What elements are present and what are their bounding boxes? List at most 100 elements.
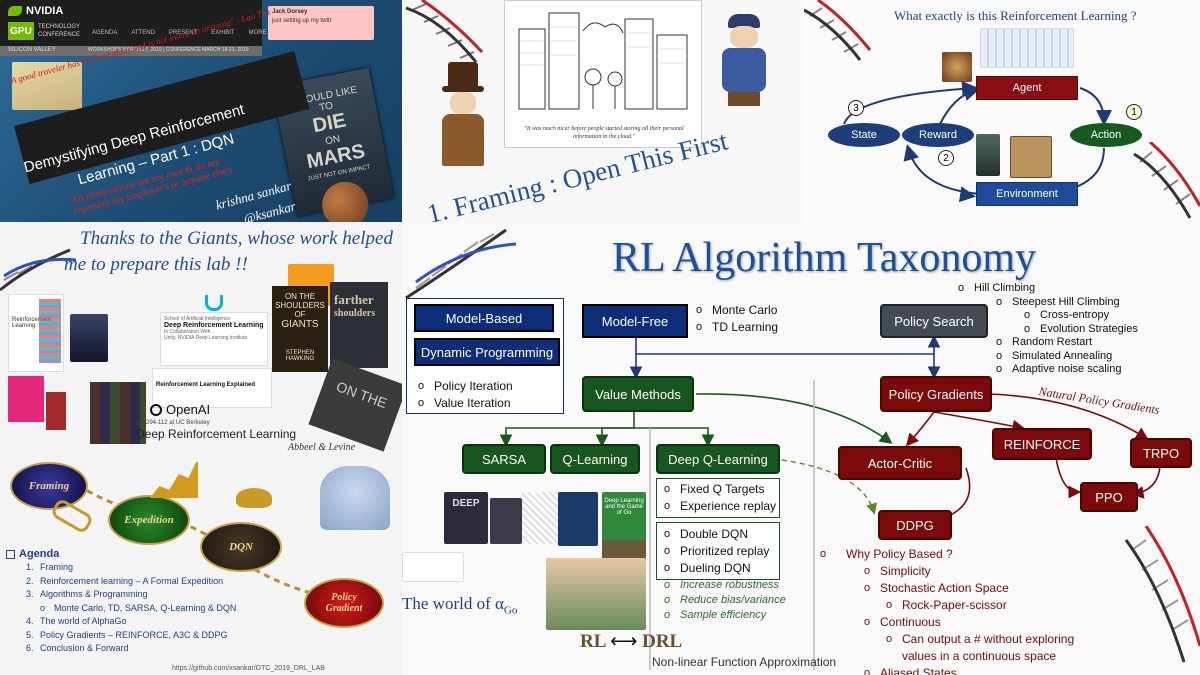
agent-screen-image [980, 28, 1074, 68]
journey-policy-gradient: Policy Gradient [304, 578, 384, 628]
udacity-card: School of Artificial Intelligence Deep R… [160, 295, 268, 366]
value-methods-node: Value Methods [582, 376, 694, 412]
openai-icon [150, 403, 162, 416]
dqn-item: Fixed Q Targets [664, 481, 776, 498]
trpo-node: TRPO [1130, 438, 1192, 468]
dqn-benefit: Sample efficiency [664, 608, 786, 623]
agenda-list: 1.Framing 2.Reinforcement learning – A F… [6, 561, 306, 656]
ddpg-node: DDPG [878, 510, 952, 540]
article-clip [402, 552, 464, 582]
speaker-photo [70, 314, 108, 362]
q-learning-node: Q-Learning [550, 444, 640, 474]
dna-helix-icon [1124, 526, 1200, 663]
dqn-benefit: Reduce bias/variance [664, 593, 786, 608]
agenda-item: 4.The world of AlphaGo [26, 616, 127, 626]
why-item: Can output a # without exploring values … [886, 631, 1092, 665]
step-2-badge: 2 [938, 150, 954, 166]
deep-book-cover: DEEP [444, 492, 488, 544]
professor-layton-figure [432, 62, 492, 166]
ppo-node: PPO [1080, 482, 1138, 512]
world-of-alphago: The world of αGo [402, 594, 518, 617]
slide-giants: Thanks to the Giants, whose work helped … [0, 222, 402, 675]
nav-more[interactable]: MORE [248, 30, 267, 36]
mf-items: Monte Carlo TD Learning [696, 302, 778, 336]
why-policy-based: o Why Policy Based ? Simplicity Stochast… [820, 546, 1092, 675]
why-heading: o Why Policy Based ? [820, 547, 953, 561]
model-free-node: Model-Free [582, 304, 688, 338]
dqn-item: Dueling DQN [664, 560, 769, 577]
reward-node: Reward [902, 123, 974, 147]
dynamic-programming-node: Dynamic Programming [414, 338, 560, 366]
dqn-benefit: Increase robustness [664, 578, 786, 593]
conference-subbar [0, 46, 262, 56]
why-items: Simplicity Stochastic Action Space Rock-… [864, 563, 1092, 675]
journey-dqn: DQN [200, 522, 282, 572]
why-item: Simplicity [864, 563, 1092, 580]
ps-item: Simulated Annealing [996, 350, 1138, 364]
dqn-items-a: Fixed Q Targets Experience replay [664, 481, 776, 515]
gpu-badge: GPU [8, 22, 34, 40]
mf-item: TD Learning [696, 319, 778, 336]
nav-agenda[interactable]: AGENDA [92, 30, 118, 36]
rl-drl-label: RL ⟷ DRL [580, 631, 683, 652]
ps-item: Adaptive noise scaling [996, 363, 1138, 377]
taxonomy-title: RL Algorithm Taxonomy [612, 235, 1037, 281]
location-label: SILICON VALLEY [8, 47, 56, 53]
agenda-item: 3.Algorithms & Programming [26, 589, 148, 599]
robot-photo [976, 134, 1000, 176]
rl-loop-arrows [843, 80, 1112, 203]
berkeley-course: CS 294-112 at UC Berkeley [136, 420, 210, 426]
agenda-item: 5.Policy Gradients – REINFORCE, A3C & DD… [26, 629, 228, 640]
dp-item: Value Iteration [418, 395, 513, 412]
policy-search-node: Policy Search [880, 304, 988, 338]
mars-planet [318, 177, 373, 222]
luke-figure [714, 14, 774, 106]
asterix-figure [320, 466, 390, 530]
go-player-photo [546, 558, 646, 630]
dna-helix-icon [405, 228, 517, 300]
agent-node: Agent [976, 76, 1078, 100]
tweet-body: just setting up my twttr [272, 18, 332, 24]
cartoon-panel: "It was much nicer before people started… [504, 0, 702, 148]
nonlinear-label: Non-linear Function Approximation [652, 655, 837, 669]
nvidia-logo: NVIDIA [8, 5, 63, 17]
rl-question-heading: What exactly is this Reinforcement Learn… [894, 8, 1137, 23]
ps-item: Steepest Hill Climbing [996, 296, 1138, 310]
farther-book: farther shoulders [330, 282, 388, 368]
mlaf-book [46, 392, 66, 430]
action-node: Action [1070, 123, 1142, 147]
journey-path [59, 470, 331, 600]
edx-card: Reinforcement Learning Explained [152, 368, 272, 408]
dna-helix-icon [0, 248, 77, 292]
final-book-cover [490, 498, 522, 544]
mf-item: Monte Carlo [696, 302, 778, 319]
sarsa-node: SARSA [462, 444, 546, 474]
slide-framing: "It was much nicer before people started… [402, 0, 804, 222]
lao-tzu-painting [12, 62, 82, 110]
why-item: Continuous [864, 614, 1092, 631]
step-1-badge: 1 [1126, 104, 1142, 120]
nav-present[interactable]: PRESENT [168, 30, 198, 36]
actor-critic-node: Actor-Critic [838, 446, 962, 480]
nvidia-eye-icon [8, 6, 22, 16]
github-link[interactable]: https://github.com/xsankar/GTC_2019_DRL_… [172, 665, 325, 672]
policy-search-items: Hill Climbing Steepest Hill Climbing Cro… [958, 282, 1138, 377]
dqn-benefits: Increase robustness Reduce bias/variance… [664, 578, 786, 623]
dqn-item: Prioritized replay [664, 543, 769, 560]
giants-heading-line2: me to prepare this lab !! [64, 254, 248, 275]
step-3-badge: 3 [848, 100, 864, 116]
environment-node: Environment [976, 182, 1078, 206]
on-shoulders-tilted-book: ON THE [308, 358, 402, 452]
books-stack [90, 382, 146, 444]
double-arrow-icon: ⟷ [610, 631, 638, 652]
ps-item: Evolution Strategies [1024, 323, 1138, 337]
nav-attend[interactable]: ATTEND [131, 30, 155, 36]
tweet-card: Jack Dorsey just setting up my twttr [268, 6, 374, 40]
go-board-photo [1010, 136, 1052, 178]
nav-exhibit[interactable]: EXHIBIT [211, 30, 235, 36]
why-item: Stochastic Action Space [864, 580, 1092, 597]
journey-framing: Framing [10, 462, 88, 510]
dna-helix-icon [405, 0, 484, 63]
alphago-book-cover [558, 492, 598, 546]
